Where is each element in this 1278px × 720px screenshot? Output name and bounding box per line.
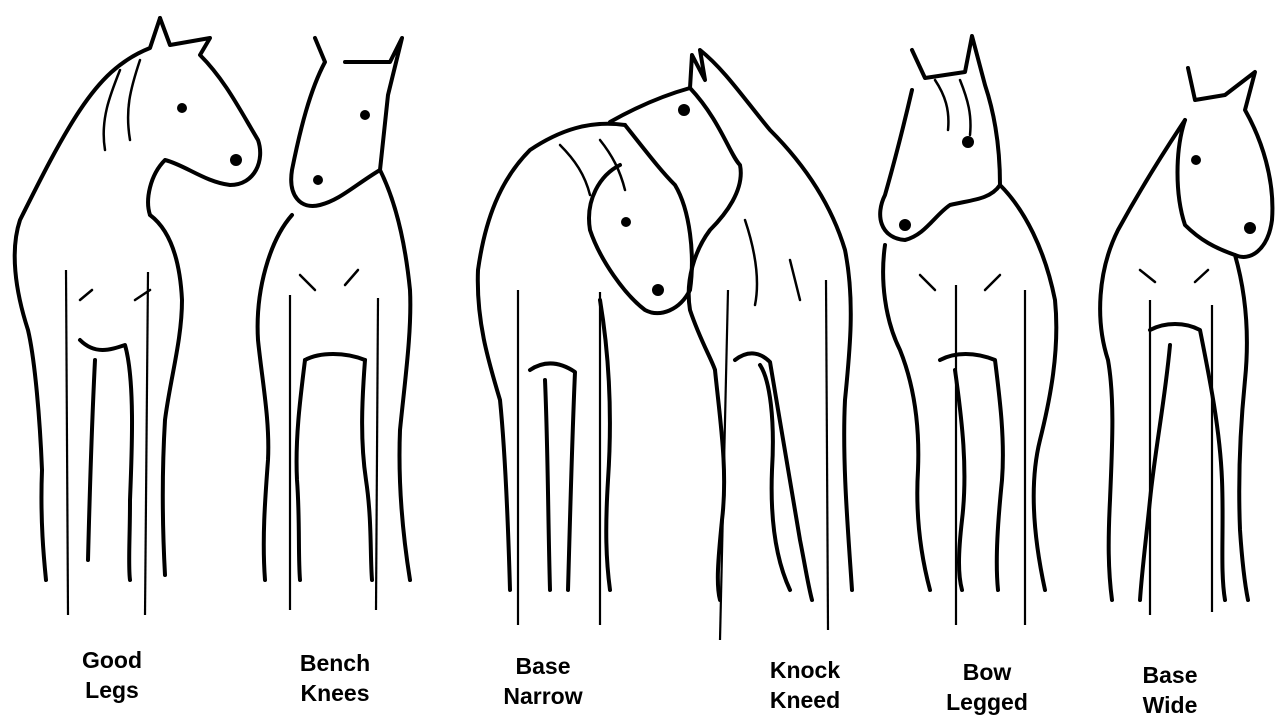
label-base-wide: Base Wide — [1120, 660, 1220, 720]
label-bench-knees: Bench Knees — [280, 648, 390, 708]
label-base-narrow-line2: Narrow — [488, 681, 598, 711]
horse-bench-knees — [258, 38, 411, 610]
label-good-legs-line2: Legs — [62, 675, 162, 705]
horse-base-wide — [1100, 68, 1272, 615]
label-base-wide-line1: Base — [1120, 660, 1220, 690]
horse-base-narrow — [478, 124, 692, 625]
label-good-legs: Good Legs — [62, 645, 162, 705]
label-knock-kneed: Knock Kneed — [750, 655, 860, 715]
label-bow-legged-line1: Bow — [932, 657, 1042, 687]
label-bench-knees-line2: Knees — [280, 678, 390, 708]
label-good-legs-line1: Good — [62, 645, 162, 675]
horse-good-legs — [15, 18, 260, 615]
label-bow-legged: Bow Legged — [932, 657, 1042, 717]
label-bench-knees-line1: Bench — [280, 648, 390, 678]
label-knock-kneed-line1: Knock — [750, 655, 860, 685]
label-base-narrow: Base Narrow — [488, 651, 598, 711]
label-knock-kneed-line2: Kneed — [750, 685, 860, 715]
label-base-wide-line2: Wide — [1120, 690, 1220, 720]
label-bow-legged-line2: Legged — [932, 687, 1042, 717]
horse-knock-kneed — [610, 50, 852, 640]
label-base-narrow-line1: Base — [488, 651, 598, 681]
horse-bow-legged — [880, 36, 1056, 625]
